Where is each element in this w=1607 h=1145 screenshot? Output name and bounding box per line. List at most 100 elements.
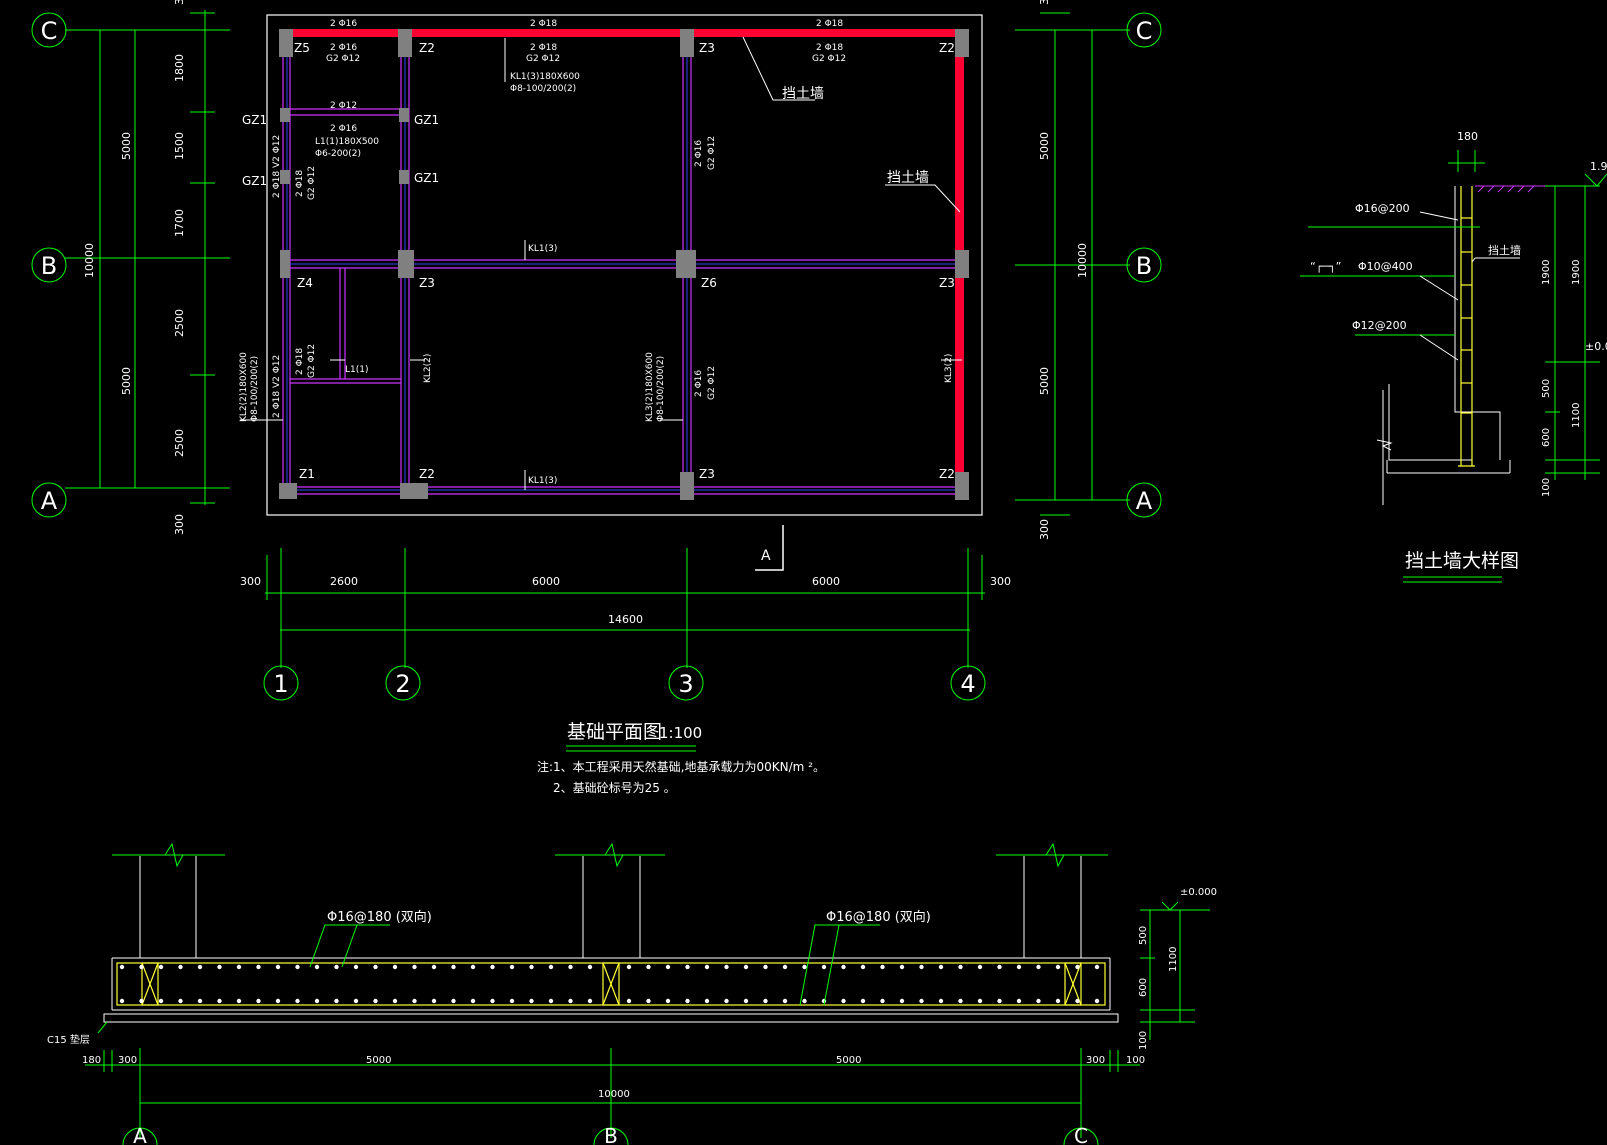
rebar-dot: [295, 998, 300, 1004]
rebar-dot: [782, 964, 788, 970]
column-label: Z4: [297, 276, 313, 290]
rebar-dot: [958, 998, 963, 1004]
dim-text: 300: [173, 514, 186, 535]
dim-text: 1100: [1571, 403, 1582, 428]
rebar-dot: [919, 964, 924, 970]
rebar-dot: [236, 964, 242, 970]
column-label: Z2: [939, 41, 955, 55]
beam-label: KL3(2): [944, 354, 954, 383]
beam-stirrup: Φ8-100/200(2): [250, 356, 260, 422]
rebar-dot: [178, 964, 183, 970]
foundation-section: Φ16@180 (双向) Φ16@180 (双向) C15 垫层 ±0.000 …: [47, 842, 1217, 1145]
dim-text: 10000: [598, 1089, 630, 1100]
column-label: Z3: [699, 41, 715, 55]
rebar-label: G2 Φ12: [326, 54, 360, 64]
dim-text: 1900: [1541, 260, 1552, 285]
rebar-dot: [1075, 998, 1080, 1004]
dim-text: 1100: [1168, 947, 1179, 972]
rebar-dot: [724, 964, 729, 970]
rebar-dot: [802, 964, 807, 970]
rebar-label: G2 Φ12: [307, 166, 317, 200]
rebar-dot: [529, 998, 534, 1004]
rebar-label: Φ16@180 (双向): [327, 909, 432, 925]
rebar-dot: [412, 998, 417, 1004]
rebar-label: 2 Φ18: [530, 19, 557, 29]
rebar-dot: [392, 998, 398, 1004]
rebar-dot: [821, 964, 827, 970]
rebar-dot: [977, 964, 983, 970]
rebar-dot: [1094, 998, 1100, 1004]
rebar-dot: [314, 964, 320, 970]
rebar-dot: [373, 964, 378, 970]
rebar-dot: [626, 998, 632, 1004]
dim-text: 5000: [120, 132, 133, 160]
column-label: Z2: [419, 467, 435, 481]
foundation-plan: Z5 Z2 Z3 Z2 GZ1 GZ1 GZ1 GZ1 Z4 Z3 Z6 Z3 …: [239, 14, 983, 571]
rebar-label: 2 Φ18: [295, 170, 305, 197]
dim-text: 500: [1138, 926, 1149, 945]
section-mark: A: [755, 525, 784, 571]
bottom-grid-bubbles: 1 2 3 4: [263, 665, 986, 701]
rebar-dot: [256, 998, 261, 1004]
retaining-wall-label: 挡土墙: [782, 86, 824, 102]
rebar-dot: [997, 964, 1002, 970]
dim-text: 5000: [120, 367, 133, 395]
rebar-label: 2 Φ12: [330, 101, 357, 111]
left-dim-texts: 300 1800 1500 1700 2500 2500 300 5000 50…: [83, 0, 186, 535]
rebar-dot: [217, 998, 222, 1004]
rebar-dot: [451, 964, 456, 970]
rebar-dot: [1094, 964, 1100, 970]
column-z5: [279, 29, 293, 57]
right-dim-texts: 300 5000 5000 10000 300: [1038, 0, 1089, 540]
beam-label: KL3(2)180X600: [645, 352, 655, 422]
grid-label-1: 1: [273, 670, 288, 698]
dim-text: 5000: [1038, 132, 1051, 160]
retaining-wall-detail: 180 Φ16@200 “┌─┐” Φ10@400 Φ12@200 挡土墙 1.…: [1300, 130, 1607, 583]
left-dimension-chain: [65, 10, 230, 505]
dim-text: 300: [173, 0, 186, 5]
beam-label: KL1(3)180X600: [510, 72, 580, 82]
rebar-dot: [997, 998, 1002, 1004]
rebar-dot: [763, 964, 768, 970]
right-grid-bubbles: C B A: [1126, 12, 1162, 518]
dim-text: 10000: [1076, 243, 1089, 278]
rebar-dot: [470, 964, 476, 970]
dim-text: 2500: [173, 309, 186, 337]
column-label: GZ1: [414, 113, 439, 127]
rebar-dot: [217, 964, 222, 970]
column: [398, 250, 414, 278]
column: [955, 250, 969, 278]
rebar-dot: [431, 998, 437, 1004]
rebar-dot: [490, 998, 495, 1004]
rebar-dot: [412, 964, 417, 970]
right-dimension-chain: [1015, 12, 1130, 516]
grid-label-3: 3: [678, 670, 693, 698]
rebar-label: G2 Φ12: [707, 366, 717, 400]
dim-text: 5000: [366, 1055, 391, 1066]
dim-text: 300: [1038, 519, 1051, 540]
rebar-dot: [353, 964, 359, 970]
rebar-dot: [178, 998, 183, 1004]
rebar-label: 2 Φ16: [694, 140, 704, 167]
rebar-label: 2 Φ18: [295, 348, 305, 375]
column-label: Z5: [294, 41, 310, 55]
retaining-wall-label: 挡土墙: [887, 170, 929, 186]
rebar-dot: [704, 964, 710, 970]
column-z1: [279, 483, 297, 499]
column-label: GZ1: [242, 113, 267, 127]
rebar-dot: [470, 998, 476, 1004]
grid-label-4: 4: [960, 670, 975, 698]
column-gz1: [399, 170, 409, 184]
rebar-label: Φ12@200: [1352, 319, 1407, 332]
retaining-wall-label: 挡土墙: [1488, 243, 1521, 257]
wall-detail-title: 挡土墙大样图: [1405, 550, 1519, 572]
rebar-label: 2 Φ16: [694, 370, 704, 397]
grid-label-c: C: [41, 17, 58, 45]
rebar-label: 2 Φ18: [816, 43, 843, 53]
beam-label: L1(1): [345, 365, 369, 375]
rebar-dot: [373, 998, 378, 1004]
column: [676, 250, 696, 278]
rebar-dot: [860, 964, 866, 970]
dim-text: 1700: [173, 209, 186, 237]
rebar-dot: [548, 964, 554, 970]
